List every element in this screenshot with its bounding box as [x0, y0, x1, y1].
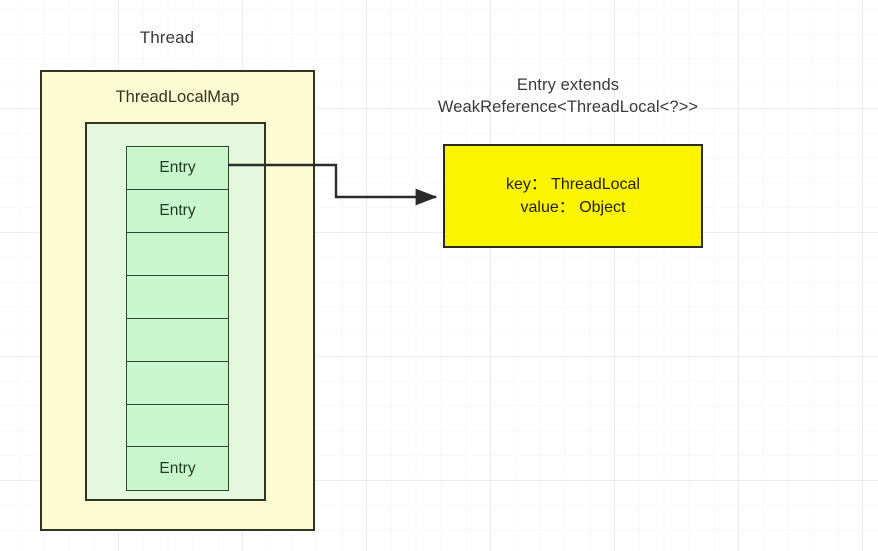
entry-cell[interactable] [126, 403, 229, 449]
thread-label: Thread [139, 28, 195, 47]
entry-value-line: value： Object [520, 199, 626, 216]
entry-cell[interactable] [126, 274, 229, 320]
entry-table: Entry Entry Entry [126, 146, 229, 491]
entry-cell[interactable]: Entry [126, 188, 229, 234]
entry-cell[interactable]: Entry [126, 446, 229, 491]
threadlocalmap-label: ThreadLocalMap [115, 88, 240, 106]
entry-cell[interactable] [126, 231, 229, 277]
entry-key-line: key： ThreadLocal [505, 175, 640, 193]
entry-cell[interactable]: Entry [126, 146, 229, 191]
entry-extends-label: Entry extends WeakReference<ThreadLocal<… [437, 76, 699, 117]
entry-cell[interactable] [126, 360, 229, 406]
entry-detail-box: key： ThreadLocal value： Object [443, 144, 703, 248]
entry-cell[interactable] [126, 317, 229, 363]
